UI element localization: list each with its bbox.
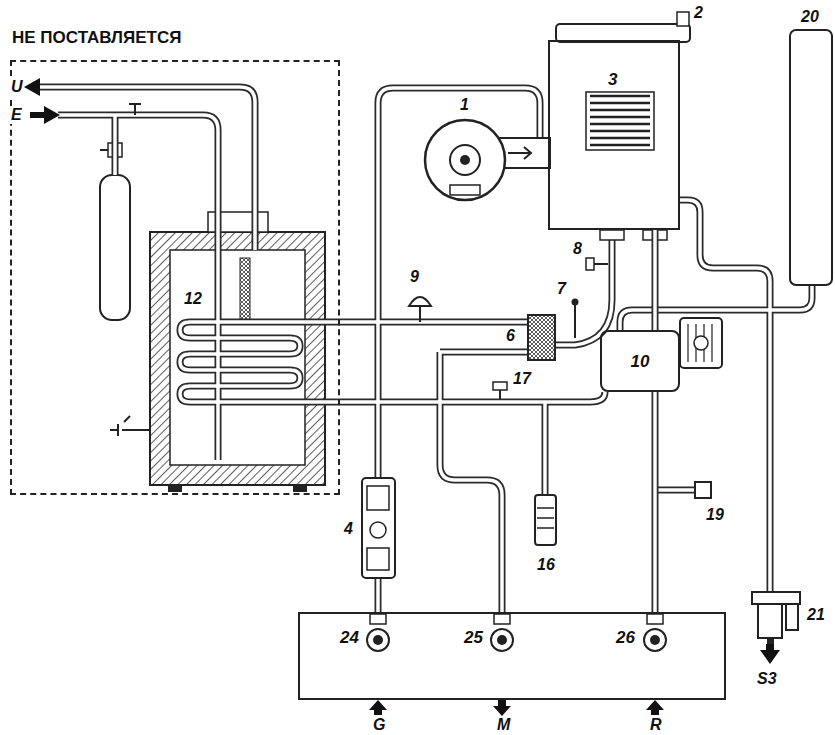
callout-number: 17 xyxy=(512,370,532,388)
heat-exchanger: 3 xyxy=(548,40,680,230)
callout-number: 24 xyxy=(340,628,359,647)
callout-number: 8 xyxy=(572,240,583,258)
callout-number: 25 xyxy=(464,628,483,647)
callout-number: U xyxy=(10,78,24,96)
callout-number: 20 xyxy=(800,8,820,26)
pipe-outline xyxy=(652,230,659,330)
expansion-vessel xyxy=(790,30,832,285)
callout-number: 19 xyxy=(705,506,725,524)
callout-number: R xyxy=(649,716,663,734)
callout-number: 26 xyxy=(616,628,635,647)
callout-number: 9 xyxy=(409,268,420,286)
callout-number: 4 xyxy=(343,520,354,538)
callout-number: 7 xyxy=(556,280,567,298)
fan xyxy=(425,120,550,200)
pipe-bore xyxy=(653,230,657,330)
connection-manifold: 24 25 26 xyxy=(298,612,726,700)
callout-number: 12 xyxy=(183,290,203,308)
callout-number: 10 xyxy=(631,352,650,371)
not-supplied-zone: НЕ ПОСТАВЛЯЕТСЯ xyxy=(10,60,340,495)
pipe-bore xyxy=(653,392,657,612)
callout-number: M xyxy=(496,716,511,734)
callout-number: 16 xyxy=(536,556,556,574)
zone-heading: НЕ ПОСТАВЛЯЕТСЯ xyxy=(12,28,181,47)
pipe-outline xyxy=(652,392,659,612)
sensors-fittings xyxy=(409,258,711,545)
condensate-siphon xyxy=(752,592,800,664)
callout-number: 2 xyxy=(693,4,704,22)
flow-arrows-top xyxy=(24,78,141,124)
shutoff-valves xyxy=(367,614,666,651)
callout-number: G xyxy=(372,716,386,734)
pipes xyxy=(40,87,812,614)
heat-exchanger-drawing xyxy=(556,12,690,240)
water-pipe xyxy=(655,392,656,612)
callout-number: E xyxy=(10,106,23,124)
flow-arrows-bottom xyxy=(369,700,664,716)
pump-body: 10 xyxy=(600,330,680,392)
callout-number: S3 xyxy=(756,670,778,688)
pump-motor xyxy=(680,318,722,368)
callout-number: 1 xyxy=(459,96,470,114)
callout-number: 6 xyxy=(505,327,516,345)
water-pipe xyxy=(655,230,656,330)
callout-number: 3 xyxy=(608,70,617,89)
callout-number: 21 xyxy=(806,606,826,624)
gas-valve xyxy=(362,478,395,578)
